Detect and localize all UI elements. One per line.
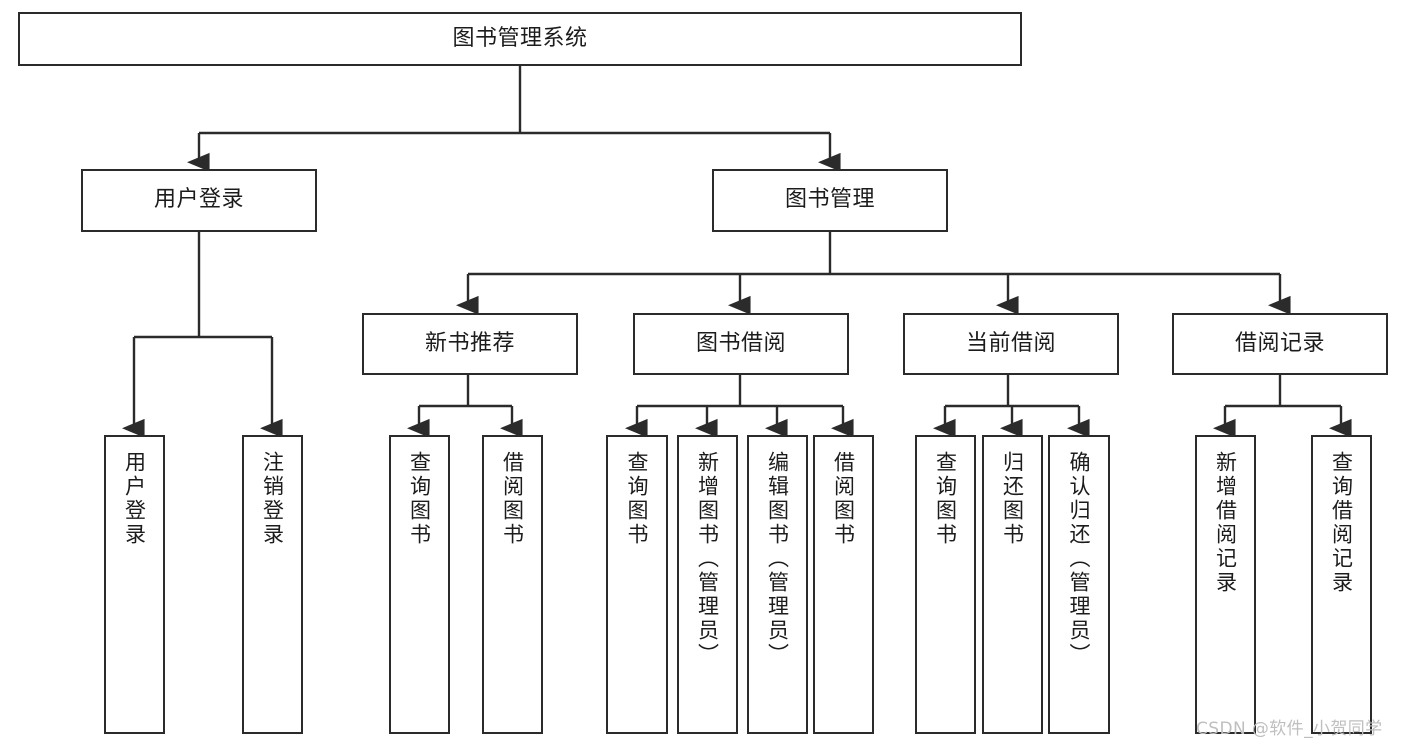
node-leaf-add-book[interactable]: 新增图书（管理员）: [677, 435, 738, 734]
node-leaf-borrow-book-2-label: 借阅图书: [831, 451, 856, 547]
csdn-watermark: CSDN @软件_小贺同学: [1196, 719, 1383, 739]
node-leaf-borrow-book-1-label: 借阅图书: [500, 451, 525, 547]
node-book-borrow-label: 图书借阅: [695, 330, 786, 356]
node-leaf-add-record[interactable]: 新增借阅记录: [1195, 435, 1256, 734]
node-leaf-return-book-label: 归还图书: [1000, 451, 1025, 547]
node-leaf-add-book-label: 新增图书（管理员）: [695, 451, 720, 667]
node-new-book-recommend[interactable]: 新书推荐: [362, 313, 578, 375]
node-leaf-logout[interactable]: 注销登录: [242, 435, 303, 734]
node-user-login[interactable]: 用户登录: [81, 169, 317, 232]
node-leaf-add-record-label: 新增借阅记录: [1213, 451, 1238, 595]
node-leaf-edit-book[interactable]: 编辑图书（管理员）: [747, 435, 808, 734]
node-book-manage-label: 图书管理: [784, 187, 875, 213]
node-leaf-query-book-2[interactable]: 查询图书: [606, 435, 668, 734]
node-user-login-label: 用户登录: [153, 187, 244, 213]
node-leaf-borrow-book-1[interactable]: 借阅图书: [482, 435, 543, 734]
node-leaf-return-book[interactable]: 归还图书: [982, 435, 1043, 734]
node-leaf-query-book-1-label: 查询图书: [407, 451, 432, 547]
node-leaf-confirm-return[interactable]: 确认归还（管理员）: [1048, 435, 1110, 734]
node-root[interactable]: 图书管理系统: [18, 12, 1022, 66]
node-leaf-query-book-3[interactable]: 查询图书: [915, 435, 976, 734]
node-leaf-query-book-3-label: 查询图书: [933, 451, 958, 547]
node-book-borrow[interactable]: 图书借阅: [633, 313, 849, 375]
node-current-borrow-label: 当前借阅: [965, 330, 1056, 356]
node-book-manage[interactable]: 图书管理: [712, 169, 948, 232]
node-leaf-user-login[interactable]: 用户登录: [104, 435, 165, 734]
node-leaf-query-record[interactable]: 查询借阅记录: [1311, 435, 1372, 734]
node-borrow-record[interactable]: 借阅记录: [1172, 313, 1388, 375]
node-leaf-borrow-book-2[interactable]: 借阅图书: [813, 435, 874, 734]
node-borrow-record-label: 借阅记录: [1234, 330, 1325, 356]
node-leaf-edit-book-label: 编辑图书（管理员）: [765, 451, 790, 667]
node-leaf-query-record-label: 查询借阅记录: [1329, 451, 1354, 595]
node-leaf-confirm-return-label: 确认归还（管理员）: [1067, 451, 1092, 667]
node-leaf-query-book-1[interactable]: 查询图书: [389, 435, 450, 734]
node-new-book-recommend-label: 新书推荐: [424, 330, 515, 356]
node-leaf-logout-label: 注销登录: [260, 451, 285, 547]
node-current-borrow[interactable]: 当前借阅: [903, 313, 1119, 375]
node-leaf-user-login-label: 用户登录: [122, 451, 147, 547]
node-leaf-query-book-2-label: 查询图书: [625, 451, 650, 547]
node-root-label: 图书管理系统: [452, 25, 588, 51]
